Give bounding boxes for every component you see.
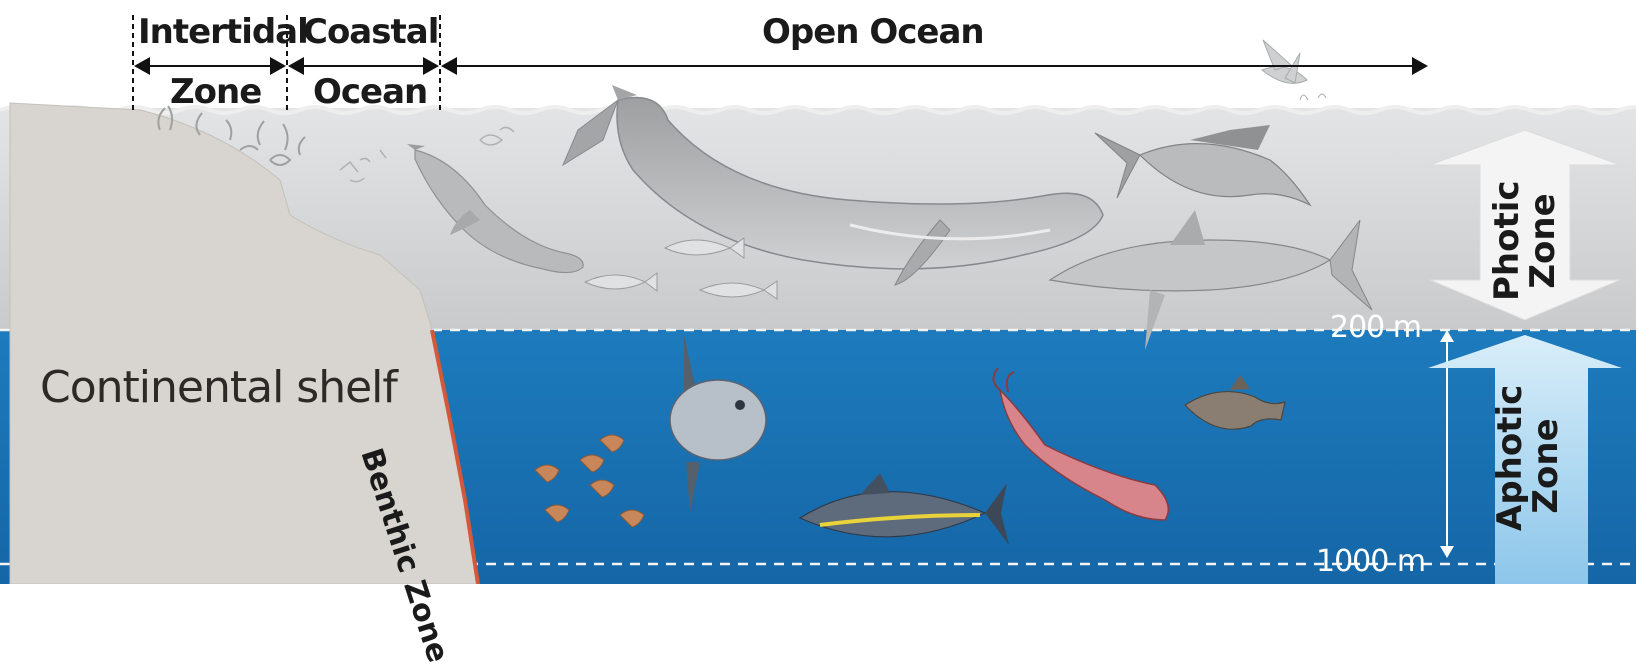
photic-zone-label: Photic Zone [1489,181,1561,301]
flying-fish-icon [1262,40,1326,100]
photic-zone-label-line2: Zone [1525,181,1561,301]
intertidal-zone-label-line2: Zone [170,72,261,112]
coastal-ocean-label: Coastal [303,12,438,52]
depth-1000-label: 1000 m [1316,544,1425,579]
intertidal-zone-label: Intertidal [138,12,308,52]
depth-200-label: 200 m [1330,310,1421,345]
open-ocean-label: Open Ocean [762,12,984,52]
aphotic-zone-label-line2: Zone [1528,401,1564,531]
coastal-ocean-label-line2: Ocean [313,72,427,112]
photic-zone-label-line1: Photic [1489,181,1525,301]
continental-shelf-label: Continental shelf [40,362,397,413]
aphotic-zone-label-line1: Aphotic [1492,401,1528,531]
ocean-zones-diagram: Intertidal Zone Coastal Ocean Open Ocean… [0,0,1636,584]
aphotic-zone-label: Aphotic Zone [1492,401,1564,531]
